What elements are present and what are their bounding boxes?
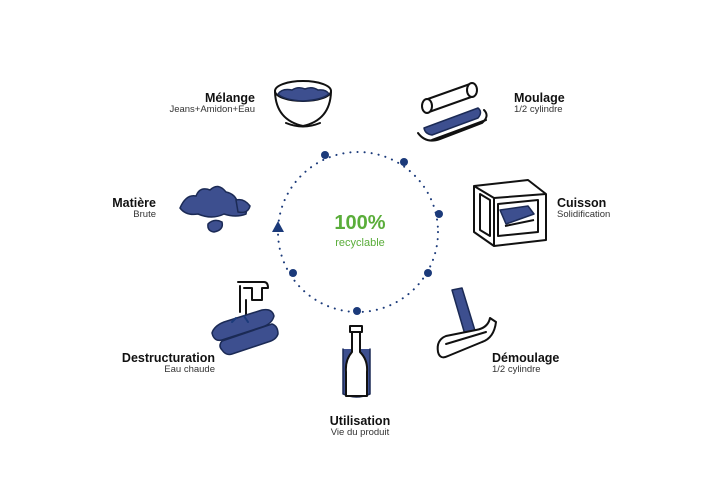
step-title: Destructuration — [121, 351, 215, 365]
mold-icon — [417, 82, 488, 142]
step-demoulage: Démoulage 1/2 cylindre — [492, 351, 602, 376]
bowl-icon — [274, 80, 332, 128]
step-moulage: Moulage 1/2 cylindre — [514, 91, 624, 116]
step-title: Utilisation — [329, 414, 391, 428]
cycle-marker — [435, 210, 443, 218]
unmold-icon — [436, 287, 497, 359]
step-subtitle: Solidification — [557, 209, 611, 221]
oven-icon — [473, 179, 547, 247]
tap-icon — [211, 281, 279, 356]
step-title: Cuisson — [557, 196, 607, 210]
recyclable-percent: 100% — [334, 212, 386, 234]
cycle-dotted-ring — [277, 151, 439, 313]
step-melange: Mélange Jeans+Amidon+Eau — [140, 91, 255, 116]
step-title: Démoulage — [492, 351, 560, 365]
cycle-markers — [289, 151, 443, 315]
step-cuisson: Cuisson Solidification — [557, 196, 667, 221]
step-subtitle: 1/2 cylindre — [492, 364, 541, 376]
step-title: Mélange — [204, 91, 255, 105]
bottle-icon — [342, 325, 371, 398]
cycle-center: 100% recyclable — [310, 212, 410, 249]
step-title: Moulage — [514, 91, 565, 105]
cycle-marker — [289, 269, 297, 277]
raw-material-icon — [179, 185, 251, 233]
cycle-marker — [353, 307, 361, 315]
step-subtitle: Jeans+Amidon+Eau — [169, 104, 255, 116]
step-subtitle: Eau chaude — [164, 364, 215, 376]
step-matiere: Matière Brute — [90, 196, 156, 221]
step-destructuration: Destructuration Eau chaude — [95, 351, 215, 376]
step-subtitle: Vie du produit — [330, 427, 390, 439]
step-subtitle: Brute — [133, 209, 156, 221]
step-utilisation: Utilisation Vie du produit — [305, 414, 415, 439]
cycle-marker — [400, 158, 408, 166]
cycle-direction-arrow-icon — [272, 221, 284, 232]
step-title: Matière — [112, 196, 156, 210]
cycle-marker — [424, 269, 432, 277]
recyclable-caption: recyclable — [335, 237, 385, 249]
step-subtitle: 1/2 cylindre — [514, 104, 563, 116]
cycle-marker — [321, 151, 329, 159]
